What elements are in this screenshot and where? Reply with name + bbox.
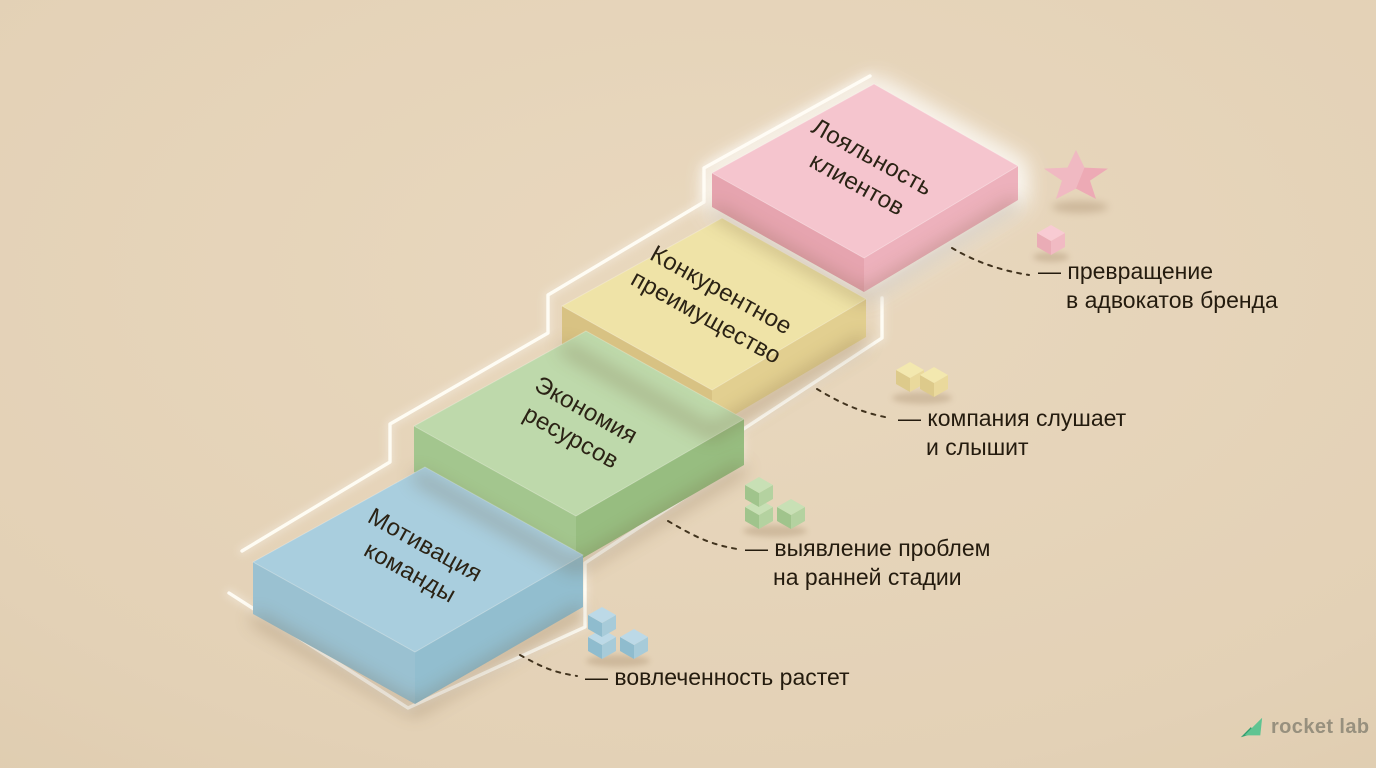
block-face-left [414,426,576,562]
connector-lines [519,247,1030,677]
connector-line-problems [667,520,738,550]
brand-logo-text: rocket lab [1271,715,1370,738]
connector-line-engagement [519,654,578,677]
block-face-right [415,555,583,704]
connector-line-advocates [951,247,1030,276]
rocket-arrow-icon [1240,717,1263,738]
annotation-company-listens: — компания слушает и слышит [898,404,1126,462]
annotation-text-line: — вовлеченность растет [585,664,850,690]
step-block-resource-savings: Экономия ресурсов [412,330,746,562]
block-shadows [251,199,1020,716]
annotation-text-line: — компания слушает [898,405,1127,431]
block-face-left [253,562,415,704]
cube-group-blue [586,607,650,667]
block-face-right [864,166,1018,292]
block-face-right [576,419,744,562]
block-face-top [251,466,585,653]
annotation-text-line: — превращение [1038,258,1214,284]
block-face-right [712,299,866,428]
block-face-top [710,83,1019,259]
step-block-team-motivation: Мотивация команды [251,466,585,704]
annotation-brand-advocates: — превращение в адвокатов бренда [1038,257,1278,315]
annotation-text-line: — выявление проблем [745,535,991,561]
annotation-text-line: и слышит [926,434,1029,460]
cube-group-yellow [892,362,952,404]
cube-group-pink [1033,225,1069,262]
annotation-early-problems: — выявление проблем на ранней стадии [745,534,990,592]
annotation-text-line: на ранней стадии [773,564,962,590]
connector-line-listening [816,388,891,419]
brand-logo: rocket lab [1238,714,1369,740]
star-icon [1044,150,1108,213]
step-block-customer-loyalty: Лояльность клиентов [710,83,1019,292]
annotation-text-line: в адвокатов бренда [1066,287,1278,313]
cube-group-green [743,477,807,537]
block-face-left [712,173,864,292]
annotation-engagement: — вовлеченность растет [585,663,850,692]
block-face-top [412,330,746,517]
